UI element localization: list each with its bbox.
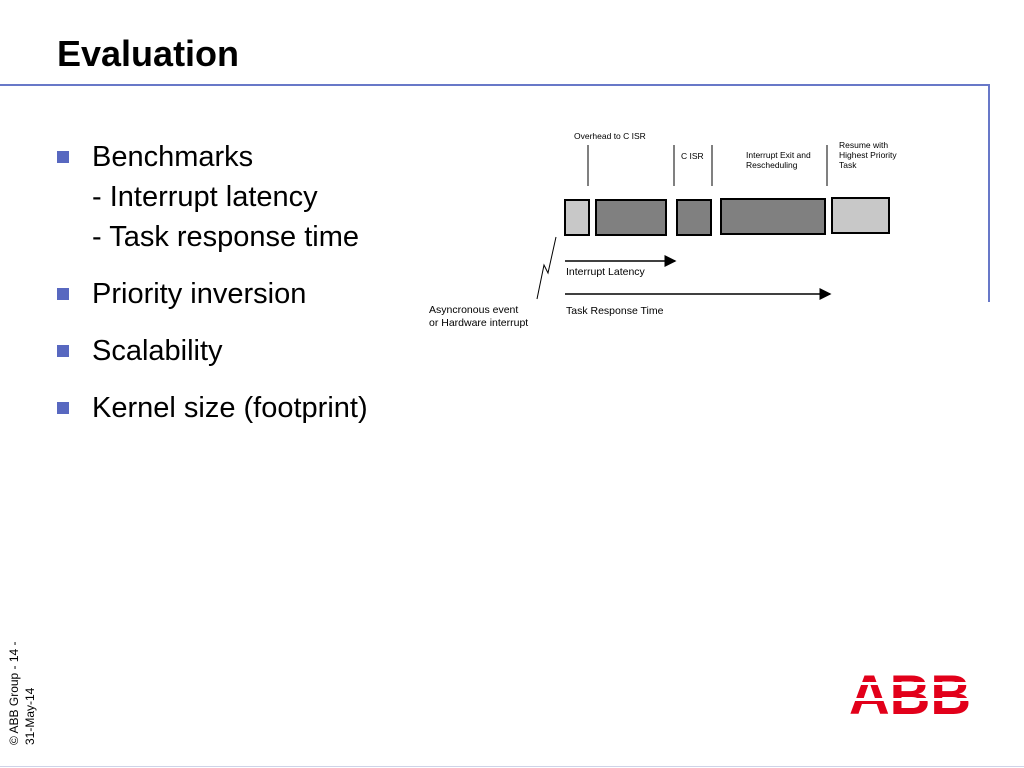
bullet-text: Benchmarks xyxy=(92,141,254,173)
interrupt-timing-diagram: Overhead to C ISR C ISR Interrupt Exit a… xyxy=(420,125,910,340)
square-bullet-icon xyxy=(57,151,69,163)
timing-diagram-svg: Overhead to C ISR C ISR Interrupt Exit a… xyxy=(429,131,897,329)
square-bullet-icon xyxy=(57,288,69,300)
square-bullet-icon xyxy=(57,402,69,414)
right-border-line xyxy=(988,84,990,302)
bullet-list: Benchmarks - Interrupt latency - Task re… xyxy=(57,137,368,428)
label-resume-1: Resume with xyxy=(839,140,888,150)
block-overhead xyxy=(595,199,667,236)
bullet-text: Priority inversion xyxy=(92,278,307,310)
logo-text: ABB xyxy=(849,667,971,717)
label-task-response: Task Response Time xyxy=(566,305,664,317)
footer-line-2: 31-May-14 xyxy=(23,687,37,745)
sub-item-interrupt-latency: - Interrupt latency xyxy=(92,181,318,213)
bullet-item-scalability: Scalability xyxy=(57,331,368,371)
label-resume-3: Task xyxy=(839,160,857,170)
slide-title: Evaluation xyxy=(57,33,240,74)
block-resume-task xyxy=(831,197,890,234)
bullet-item-kernel-size: Kernel size (footprint) xyxy=(57,388,368,428)
label-overhead: Overhead to C ISR xyxy=(574,131,646,141)
block-cisr xyxy=(676,199,712,236)
block-exit-rescheduling xyxy=(720,198,826,235)
label-exit-1: Interrupt Exit and xyxy=(746,150,811,160)
label-interrupt-latency: Interrupt Latency xyxy=(566,266,646,278)
label-cisr: C ISR xyxy=(681,151,704,161)
bullet-text: Scalability xyxy=(92,335,223,367)
label-resume-2: Highest Priority xyxy=(839,150,897,160)
bullet-item-priority-inversion: Priority inversion xyxy=(57,274,368,314)
title-divider xyxy=(0,84,990,86)
square-bullet-icon xyxy=(57,345,69,357)
bullet-item-benchmarks: Benchmarks - Interrupt latency - Task re… xyxy=(57,137,368,257)
footer-copyright: © ABB Group - 14 - 31-May-14 xyxy=(6,641,38,745)
footer-line-1: © ABB Group - 14 - xyxy=(7,641,21,745)
bullet-text: Kernel size (footprint) xyxy=(92,392,368,424)
block-interrupt-entry xyxy=(564,199,590,236)
sub-item-task-response-time: - Task response time xyxy=(92,221,360,253)
label-event-1: Asyncronous event xyxy=(429,304,518,316)
label-exit-2: Rescheduling xyxy=(746,160,798,170)
bottom-divider xyxy=(0,766,1024,767)
label-event-2: or Hardware interrupt xyxy=(429,317,528,329)
abb-logo-svg: ABB xyxy=(849,663,972,726)
interrupt-signal-icon xyxy=(536,236,557,300)
abb-logo: ABB xyxy=(849,663,972,726)
